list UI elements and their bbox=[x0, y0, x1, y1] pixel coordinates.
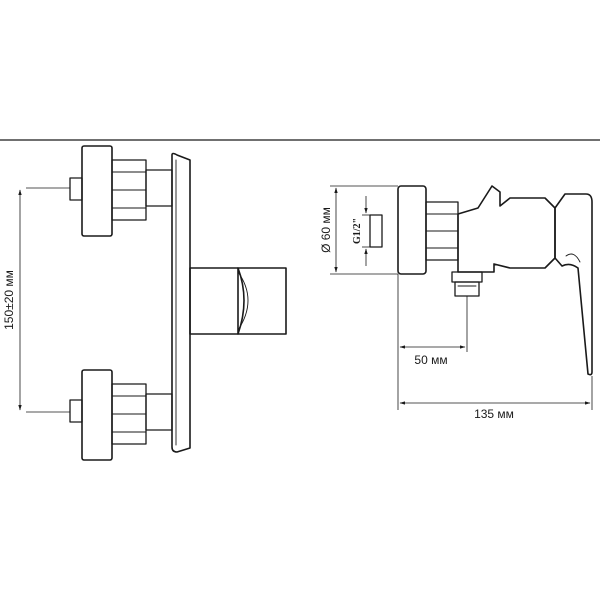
total-depth-label: 135 мм bbox=[474, 407, 514, 421]
upper-eccentric-connector bbox=[69, 145, 173, 237]
side-body bbox=[457, 185, 556, 273]
center-distance-label: 150±20 мм bbox=[2, 270, 16, 330]
mixer-body bbox=[189, 267, 287, 335]
front-view: 150±20 мм bbox=[2, 145, 287, 461]
diameter-label: Ø 60 мм bbox=[319, 207, 333, 253]
lever-handle bbox=[554, 193, 593, 376]
offset-depth-label: 50 мм bbox=[414, 353, 447, 367]
side-view: Ø 60 мм G1/2" 50 мм 135 мм bbox=[319, 185, 593, 421]
lower-eccentric-connector bbox=[69, 369, 173, 461]
wall-plate bbox=[171, 152, 191, 453]
thread-label: G1/2" bbox=[352, 218, 363, 244]
